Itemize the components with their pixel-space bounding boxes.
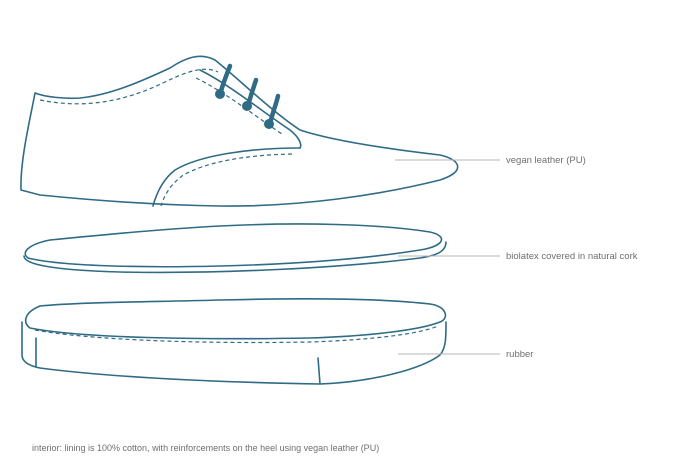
laces [215, 63, 281, 129]
upper-quarter-stitch [160, 153, 293, 207]
sole-top [24, 298, 447, 340]
eyelet-2 [242, 101, 252, 111]
upper-vamp-stitch [195, 77, 283, 135]
upper-part [20, 55, 459, 207]
upper-quarter-seam [152, 147, 301, 207]
sole-stitch [34, 325, 439, 344]
upper-outline [20, 55, 459, 207]
insole-top [24, 223, 443, 268]
label-insole: biolatex covered in natural cork [506, 251, 638, 262]
upper-collar-stitch [39, 68, 219, 105]
label-sole: rubber [506, 349, 533, 360]
sole-midline [317, 357, 321, 385]
label-upper: vegan leather (PU) [506, 155, 586, 166]
sole-sidewall [21, 321, 447, 385]
insole-bottom-edge [23, 241, 447, 274]
insole-part [23, 223, 447, 274]
lining-footnote: interior: lining is 100% cotton, with re… [32, 443, 380, 453]
eyelet-3 [264, 119, 274, 129]
eyelet-1 [215, 89, 225, 99]
sole-part [21, 298, 447, 385]
